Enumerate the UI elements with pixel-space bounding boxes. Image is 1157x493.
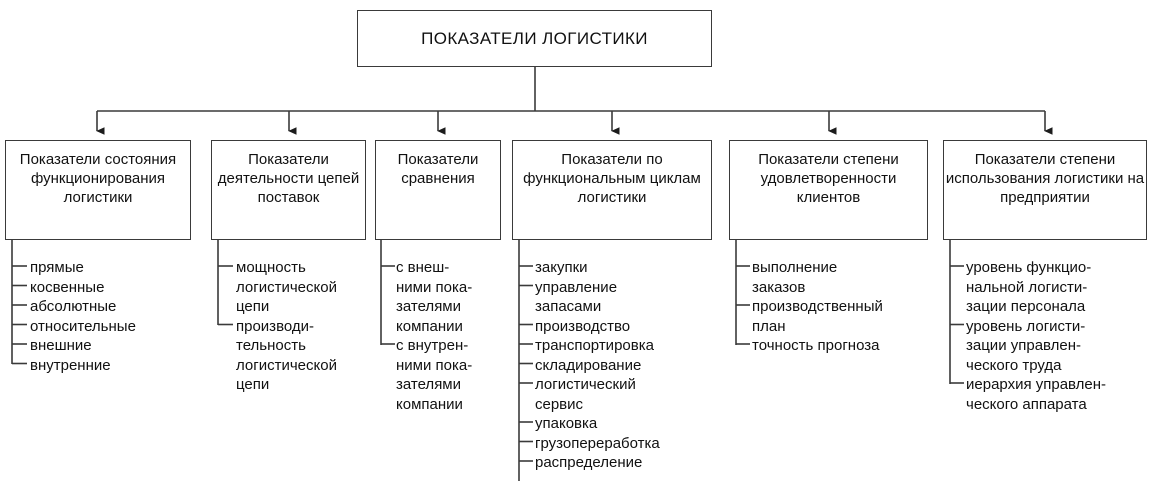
bullet-item: мощность логистической цепи — [236, 259, 337, 315]
branch-node-0[interactable]: Показатели состояния функционирования ло… — [5, 140, 191, 240]
bullet-item: с внутрен- ними пока- зателями компании — [396, 337, 473, 413]
branch-node-2[interactable]: Показатели сравнения — [375, 140, 501, 240]
bullet-item: точность прогноза — [752, 337, 880, 354]
bullet-item: уровень логисти- зации управлен- ческого… — [966, 317, 1086, 374]
root-node-label: ПОКАЗАТЕЛИ ЛОГИСТИКИ — [421, 29, 648, 48]
bullet-item: косвенные — [30, 278, 105, 296]
branch-node-1-label: Показатели деятельности цепей поставок — [217, 151, 360, 206]
branch-node-4[interactable]: Показатели степени удовлетворенности кли… — [729, 140, 928, 240]
root-node[interactable]: ПОКАЗАТЕЛИ ЛОГИСТИКИ — [357, 10, 712, 67]
bullet-item: логистический сервис — [535, 376, 636, 413]
bullet-item: внутренние — [30, 356, 111, 374]
branch-node-4-label: Показатели степени удовлетворенности кли… — [758, 151, 899, 206]
branch-node-0-label: Показатели состояния функционирования ло… — [19, 151, 177, 206]
bullet-item: выполнение заказов — [752, 259, 838, 296]
branch-node-1[interactable]: Показатели деятельности цепей поставок — [211, 140, 366, 240]
bullet-item: распределение — [535, 454, 643, 471]
bullet-item: складирование — [535, 356, 642, 374]
bullet-item: иерархия управлен- ческого аппарата — [966, 376, 1107, 413]
branch-node-3[interactable]: Показатели по функциональным циклам логи… — [512, 140, 712, 240]
bullet-item: производство — [535, 317, 631, 335]
bullet-item: прямые — [30, 259, 84, 276]
branch-node-5-label: Показатели степени использования логисти… — [945, 151, 1145, 206]
bullet-item: производственный план — [752, 298, 883, 335]
bullet-item: производи- тельность логистической цепи — [236, 317, 337, 394]
branch-node-3-label: Показатели по функциональным циклам логи… — [523, 151, 701, 206]
bullet-item: управление запасами — [535, 278, 618, 316]
branch-node-2-label: Показатели сравнения — [397, 151, 479, 187]
bullet-list-0: прямые косвенные абсолютные относительные вн… — [30, 258, 136, 375]
bullet-item: абсолютные — [30, 298, 117, 315]
bullet-item: закупки — [535, 259, 588, 276]
bullet-item: грузопереработка — [535, 434, 660, 452]
bullet-item: упаковка — [535, 415, 598, 432]
bullet-item: транспортировка — [535, 337, 654, 354]
bullet-item: с внеш- ними пока- зателями компании — [396, 259, 473, 335]
bullet-item: внешние — [30, 337, 92, 354]
branch-node-5[interactable]: Показатели степени использования логисти… — [943, 140, 1147, 240]
bullet-list-5: уровень функцио- нальной логисти- зации … — [966, 258, 1106, 414]
bullet-item: уровень функцио- нальной логисти- зации … — [966, 259, 1092, 315]
bullet-item: относительные — [30, 317, 136, 335]
